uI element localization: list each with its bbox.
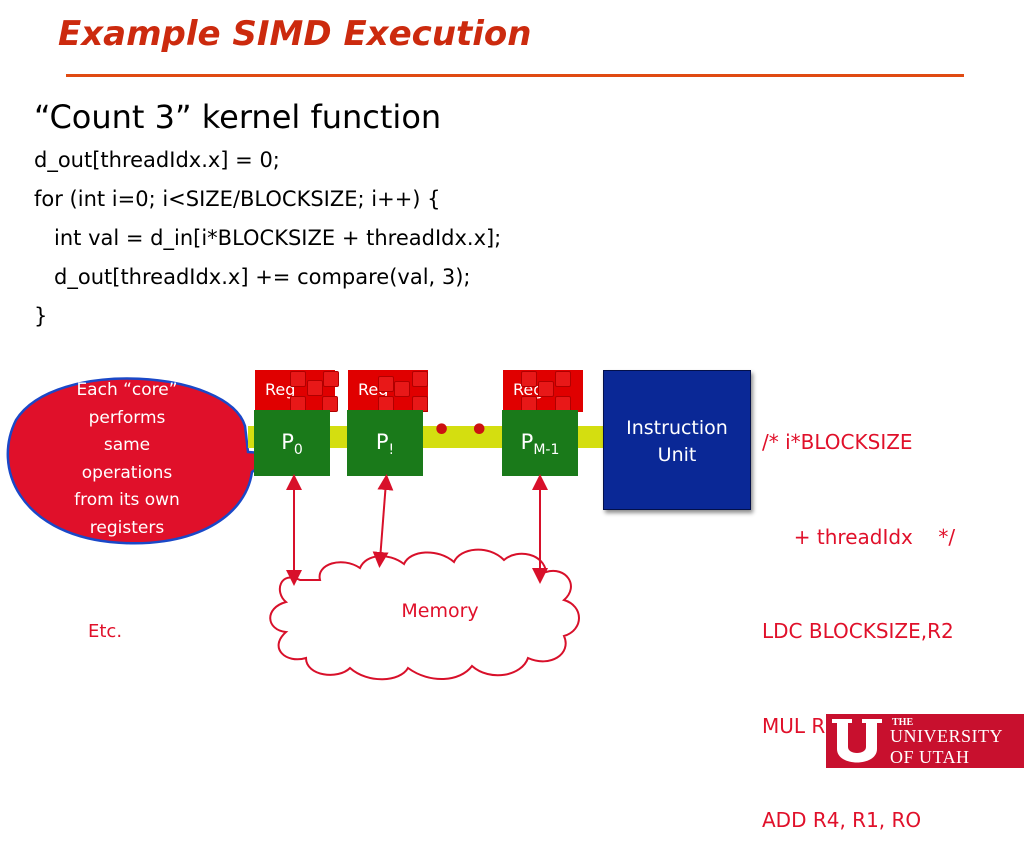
processor-0: P0 [254, 410, 330, 476]
processor-m-1: PM-1 [502, 410, 578, 476]
register-cell [323, 371, 339, 387]
callout-line: from its own [74, 490, 180, 510]
register-cell [307, 380, 323, 396]
slide-title: Example SIMD Execution [58, 14, 532, 54]
memory-cloud [269, 548, 580, 681]
assembly-line: LDC BLOCKSIZE,R2 [762, 619, 954, 643]
register-cell [290, 371, 306, 387]
callout-line: Each “core” [76, 380, 178, 400]
processor-name: P [375, 430, 389, 454]
register-cell [378, 376, 394, 392]
register-cell [555, 371, 571, 387]
code-line-2: for (int i=0; i<SIZE/BLOCKSIZE; i++) { [34, 187, 441, 211]
assembly-line: ADD R4, R1, RO [762, 808, 922, 832]
register-cell [394, 381, 410, 397]
instruction-unit-line: Instruction [626, 417, 728, 439]
code-line-3: int val = d_in[i*BLOCKSIZE + threadIdx.x… [34, 226, 502, 250]
logo-line-1: UNIVERSITY [890, 726, 1003, 746]
kernel-heading: “Count 3” kernel function [34, 98, 442, 136]
callout-bubble [6, 377, 282, 545]
memory-label: Memory [401, 600, 479, 622]
callout-text: Each “core” performs same operations fro… [42, 377, 212, 542]
etc-label: Etc. [88, 621, 123, 642]
block-u-icon [832, 719, 882, 763]
code-line-4: d_out[threadIdx.x] += compare(val, 3); [34, 265, 471, 289]
processor-subscript: 0 [293, 442, 303, 459]
logo-line-2: OF UTAH [890, 747, 970, 767]
memory-diagram [269, 474, 580, 681]
assembly-line: + threadIdx */ [762, 524, 956, 549]
processor-name: P [281, 430, 294, 454]
register-cell [521, 371, 537, 387]
register-cell [538, 381, 554, 397]
callout-line: operations [81, 462, 173, 483]
processor-subscript: M-1 [533, 442, 560, 459]
instruction-unit-line: Unit [657, 444, 697, 466]
memory-arrow-1 [372, 474, 394, 568]
code-line-5: } [34, 304, 48, 328]
callout-line: registers [89, 517, 165, 538]
assembly-listing: /* i*BLOCKSIZE + threadIdx */ LDC BLOCKS… [762, 364, 955, 868]
processor-name: P [520, 430, 534, 454]
university-logo: THE UNIVERSITY OF UTAH [826, 714, 1024, 768]
assembly-line: /* i*BLOCKSIZE [762, 430, 913, 454]
logo-the: THE [892, 717, 914, 728]
callout-line: same [103, 435, 151, 455]
code-line-1: d_out[threadIdx.x] = 0; [34, 148, 280, 172]
title-underline [66, 74, 964, 77]
instruction-unit: Instruction Unit [603, 370, 751, 510]
callout-line: performs [88, 407, 166, 428]
processor-1: P! [347, 410, 423, 476]
register-cell [412, 371, 428, 387]
register-cell [322, 396, 338, 412]
processor-subscript: ! [388, 442, 395, 459]
